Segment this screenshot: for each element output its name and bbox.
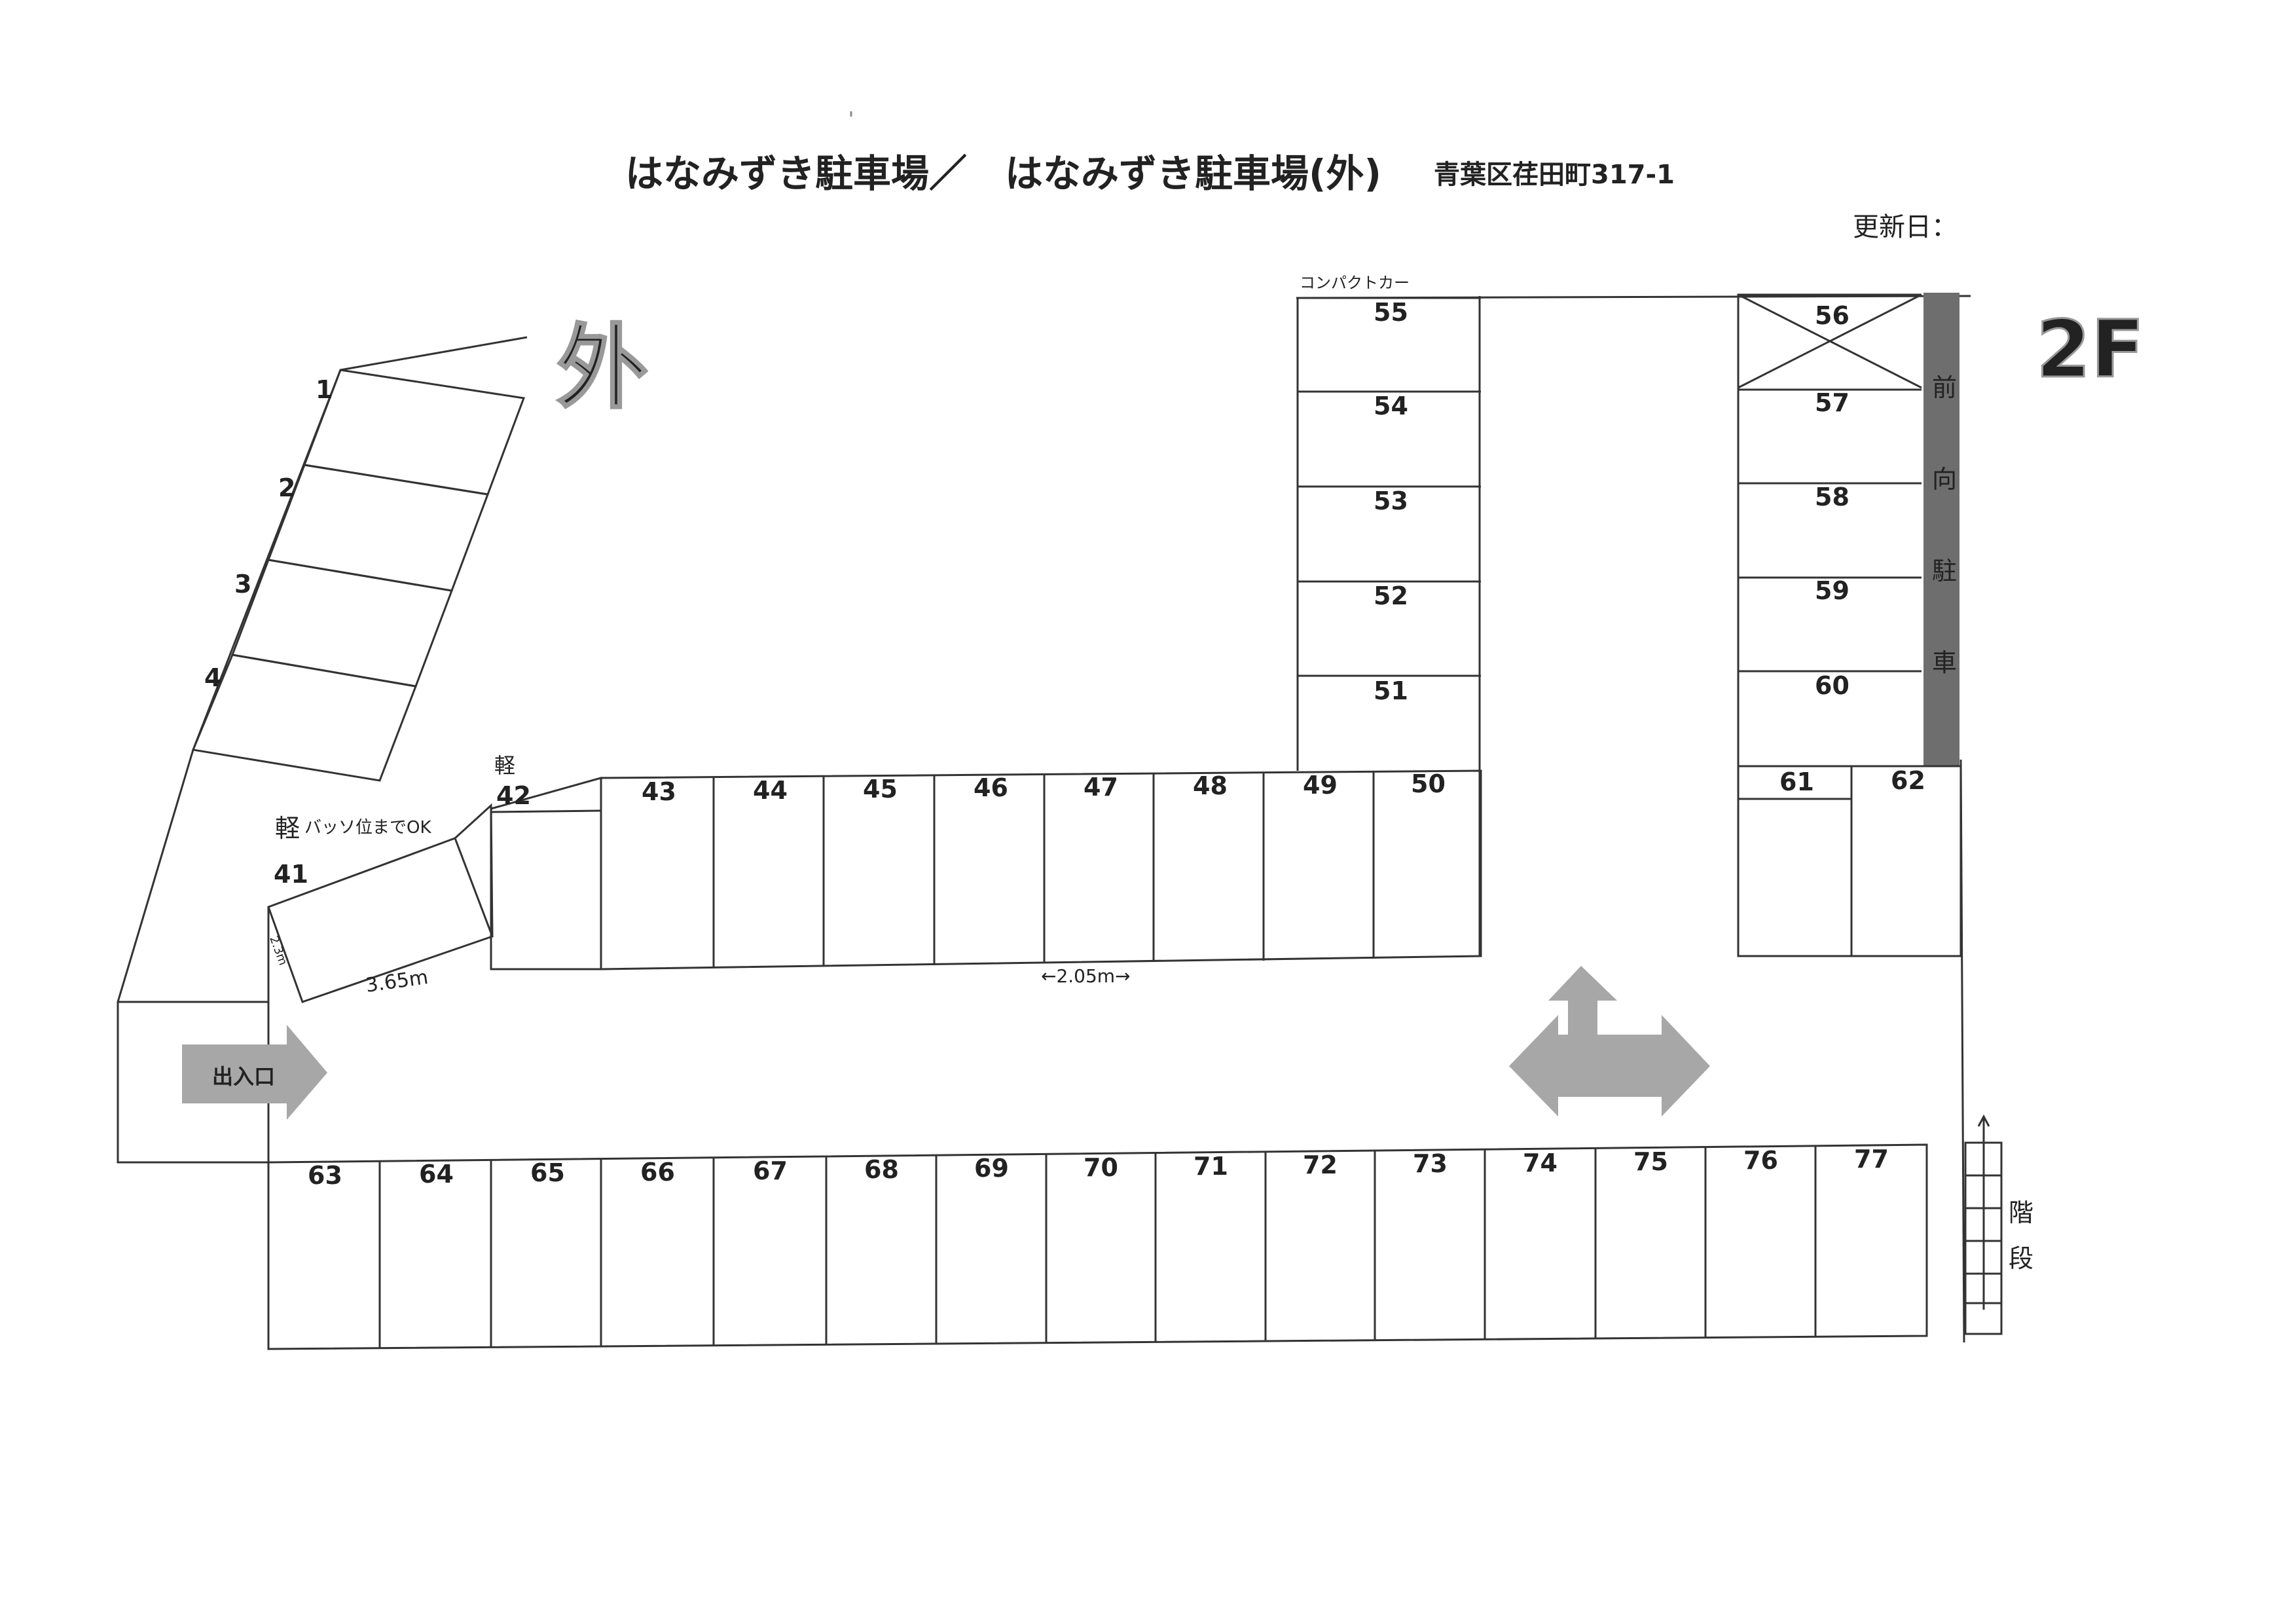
space-number: 70 bbox=[1084, 1153, 1118, 1182]
space-number: 62 bbox=[1891, 766, 1925, 795]
front-parking-char: 車 bbox=[1932, 648, 1957, 677]
space-number: 3 bbox=[234, 570, 251, 599]
space-number: 2 bbox=[278, 473, 295, 502]
space-number: 77 bbox=[1854, 1145, 1889, 1173]
space-number: 52 bbox=[1374, 581, 1408, 610]
space-number: 63 bbox=[308, 1161, 342, 1190]
stairs-char: 段 bbox=[2009, 1244, 2033, 1273]
space-number: 57 bbox=[1815, 388, 1850, 417]
entrance-label: 出入口 bbox=[212, 1064, 275, 1089]
kei-41-label: 軽 bbox=[275, 814, 300, 843]
space-number: 49 bbox=[1303, 771, 1338, 800]
space-number: 46 bbox=[974, 773, 1008, 802]
direction-arrows-icon bbox=[1509, 966, 1710, 1116]
space-number: 1 bbox=[316, 375, 333, 404]
dim-width: 2.3m bbox=[266, 934, 290, 968]
space-number: 60 bbox=[1815, 671, 1850, 700]
space-number: 48 bbox=[1193, 771, 1228, 800]
page-title: はなみずき駐車場／ はなみずき駐車場(外) bbox=[625, 151, 1381, 196]
outside-label: 外 bbox=[556, 315, 648, 422]
space-number: 61 bbox=[1779, 767, 1814, 796]
dim-length: 3.65m bbox=[364, 966, 429, 997]
front-parking-char: 前 bbox=[1932, 373, 1957, 402]
space-number: 73 bbox=[1413, 1149, 1448, 1178]
space-number: 4 bbox=[204, 663, 221, 692]
space-number: 45 bbox=[863, 775, 898, 803]
compact-car-label: コンパクトカー bbox=[1300, 274, 1410, 292]
front-parking-char: 駐 bbox=[1932, 557, 1957, 585]
row-43-50 bbox=[600, 769, 1482, 970]
row-63-77 bbox=[267, 1143, 1928, 1350]
space-number: 56 bbox=[1815, 301, 1850, 330]
space-number: 64 bbox=[419, 1160, 454, 1189]
space-number: 74 bbox=[1523, 1149, 1558, 1177]
space-number: 55 bbox=[1374, 298, 1408, 327]
spaces-61-62 bbox=[1737, 765, 1962, 957]
space-number: 65 bbox=[530, 1158, 565, 1187]
space-number: 53 bbox=[1374, 487, 1408, 515]
space-number: 75 bbox=[1633, 1147, 1668, 1176]
space-number: 76 bbox=[1743, 1146, 1778, 1175]
stairs-char: 階 bbox=[2009, 1198, 2033, 1227]
address: 青葉区荏田町317-1 bbox=[1434, 160, 1675, 190]
space-number: 50 bbox=[1411, 769, 1446, 798]
space-number: 59 bbox=[1815, 576, 1850, 605]
space-number: 42 bbox=[496, 781, 531, 810]
space-number: 66 bbox=[640, 1158, 675, 1187]
kei-42-label: 軽 bbox=[494, 753, 515, 778]
space-number: 58 bbox=[1815, 483, 1850, 511]
space-number: 41 bbox=[274, 860, 308, 889]
stairs bbox=[1964, 1114, 2003, 1335]
space-number: 69 bbox=[974, 1154, 1009, 1183]
floor-label: 2F bbox=[2036, 304, 2144, 396]
space-number: 47 bbox=[1084, 773, 1118, 802]
space-number: 71 bbox=[1194, 1152, 1228, 1181]
space-number: 54 bbox=[1374, 392, 1408, 420]
entrance-arrow-icon bbox=[182, 1025, 327, 1120]
space-number: 44 bbox=[753, 776, 788, 805]
space-number: 67 bbox=[753, 1156, 788, 1185]
front-parking-char: 向 bbox=[1932, 465, 1957, 494]
space-numbers: 1 2 3 4 41 42 43 44 45 46 47 48 49 50 51… bbox=[204, 298, 1925, 1190]
space-number: 43 bbox=[642, 777, 676, 806]
column-51-55 bbox=[1296, 297, 1481, 771]
space-number: 72 bbox=[1303, 1151, 1338, 1179]
dim-aisle: ←2.05m→ bbox=[1041, 965, 1131, 987]
space-number: 68 bbox=[864, 1155, 899, 1184]
updated-date-label: 更新日： bbox=[1853, 212, 1958, 242]
spaces-1-4 bbox=[191, 369, 526, 782]
space-number: 51 bbox=[1374, 676, 1408, 705]
kei-41-note: バッソ位までOK bbox=[304, 818, 431, 838]
column-56-60 bbox=[1737, 293, 1922, 766]
front-parking-bar bbox=[1923, 293, 1959, 766]
